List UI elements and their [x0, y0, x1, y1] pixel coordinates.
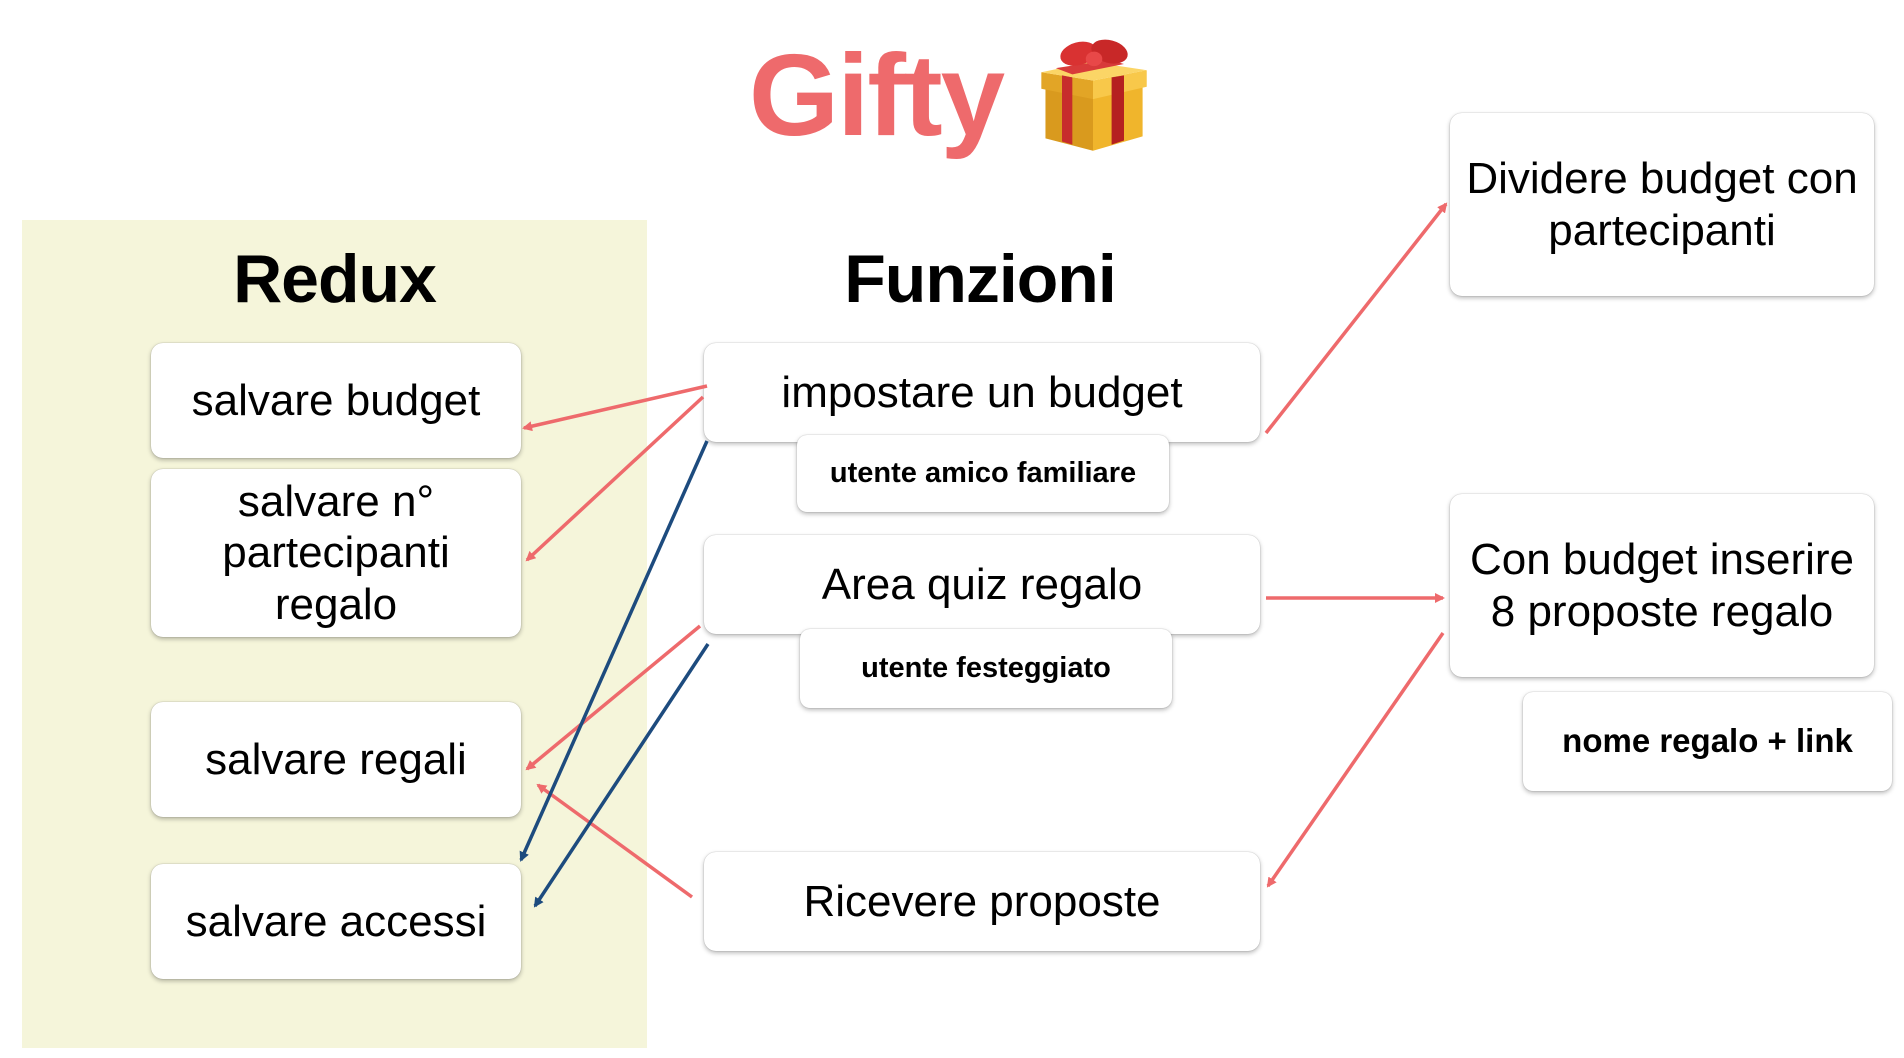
- redux-item-save-budget: salvare budget: [151, 343, 521, 458]
- redux-item-save-participants: salvare n° partecipanti regalo: [151, 469, 521, 637]
- tag-gift-name-link: nome regalo + link: [1523, 692, 1892, 791]
- redux-item-save-gifts: salvare regali: [151, 702, 521, 817]
- title-text: Gifty: [748, 30, 1005, 160]
- tag-user-friend-family: utente amico familiare: [797, 435, 1169, 512]
- function-gift-quiz: Area quiz regalo: [704, 535, 1260, 634]
- right-item-split-budget: Dividere budget con partecipanti: [1450, 113, 1874, 296]
- tag-user-celebrated: utente festeggiato: [800, 629, 1172, 708]
- function-set-budget: impostare un budget: [704, 343, 1260, 442]
- title: Gifty: [0, 30, 1904, 160]
- right-item-insert-proposals: Con budget inserire 8 proposte regalo: [1450, 494, 1874, 677]
- redux-heading: Redux: [233, 241, 437, 317]
- arrow-proposals-to-receive: [1266, 632, 1445, 888]
- arrow-budget-to-split: [1264, 202, 1448, 435]
- funzioni-heading: Funzioni: [844, 241, 1116, 317]
- wrapped-gift-icon: [1041, 39, 1147, 151]
- function-receive-proposals: Ricevere proposte: [704, 852, 1260, 951]
- redux-item-save-access: salvare accessi: [151, 864, 521, 979]
